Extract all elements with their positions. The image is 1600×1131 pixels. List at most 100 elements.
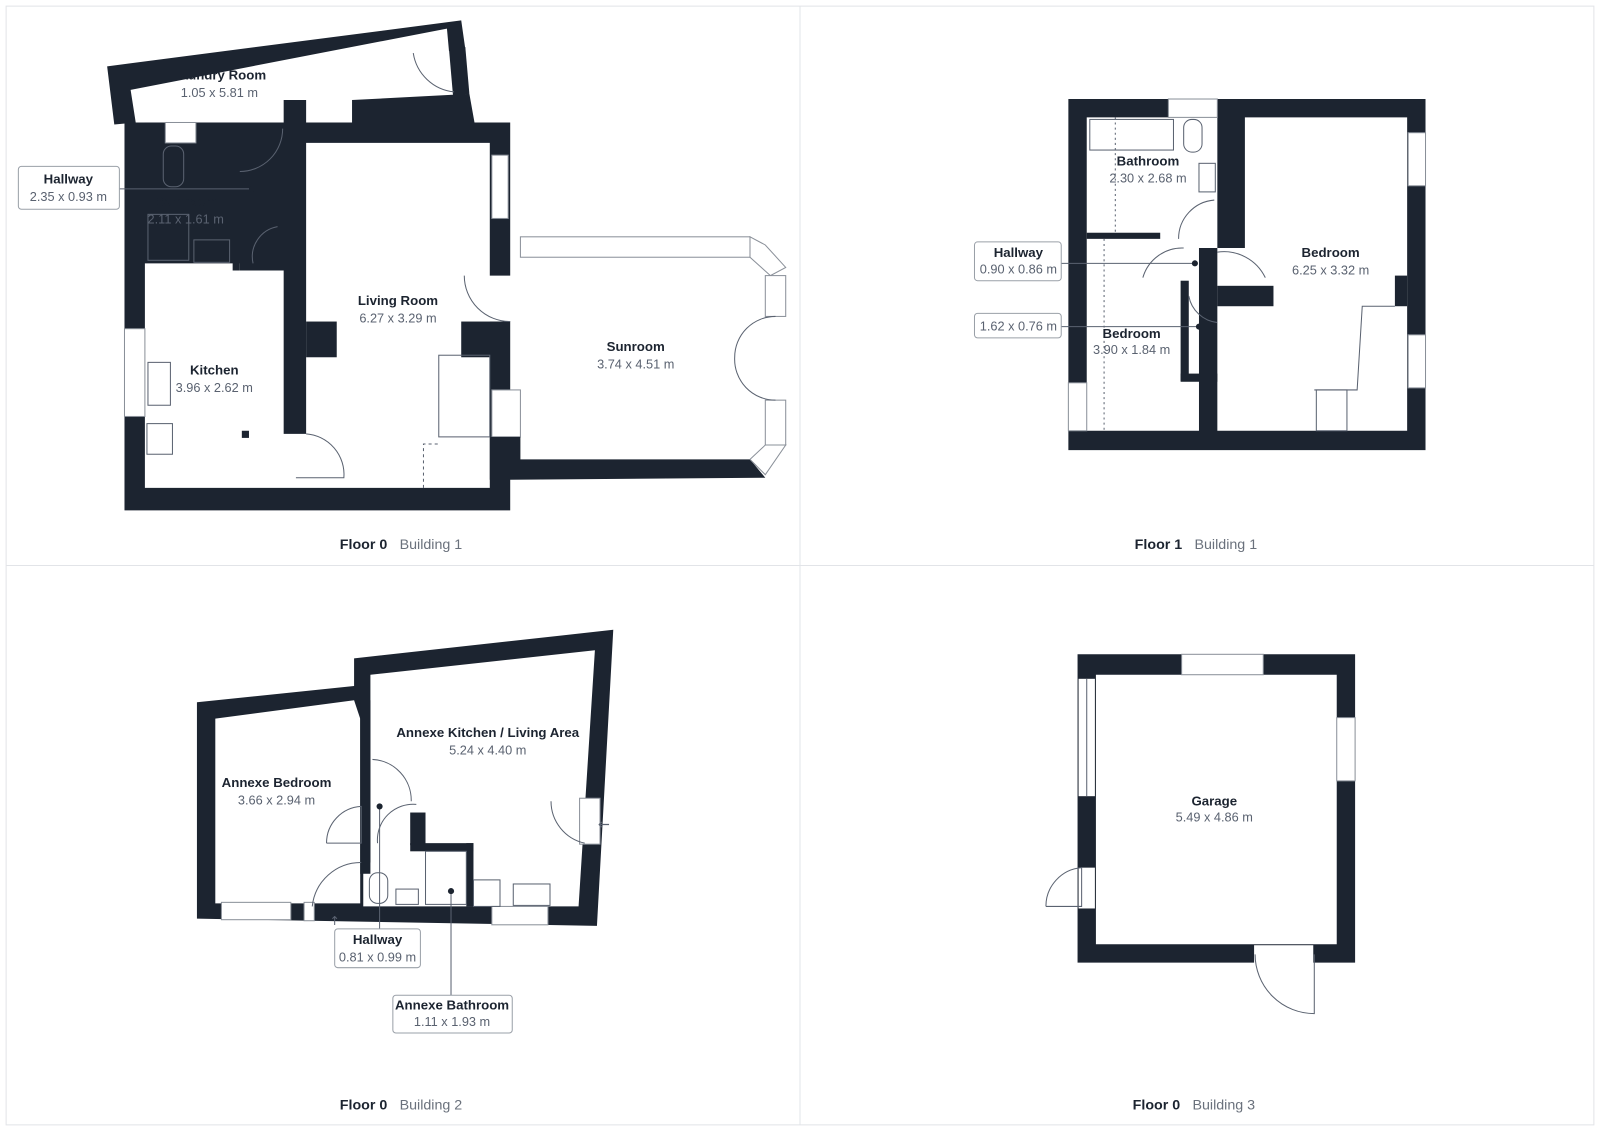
room-size: 3.66 x 2.94 m — [238, 792, 315, 807]
shower — [425, 850, 467, 905]
shower — [147, 213, 190, 261]
window — [123, 328, 146, 417]
window — [749, 235, 787, 277]
room-size: 3.74 x 4.51 m — [597, 356, 674, 371]
room-size: 1.05 x 5.81 m — [181, 85, 258, 100]
toilet — [162, 145, 185, 188]
window — [1067, 382, 1088, 432]
window — [491, 154, 509, 219]
plan-floor1-building1: Bathroom 2.30 x 2.68 m Hallway 0.90 x 0.… — [973, 98, 1427, 553]
room-size: 6.25 x 3.32 m — [1292, 263, 1369, 278]
door-opening — [303, 901, 315, 922]
room-name: Annexe Bedroom — [222, 775, 332, 790]
leader-dot — [248, 185, 256, 192]
wall — [232, 193, 240, 271]
window — [164, 121, 197, 144]
washbasin — [193, 239, 231, 263]
room-size: 5.49 x 4.86 m — [1176, 810, 1253, 825]
toilet — [368, 872, 389, 904]
room-label-box — [334, 928, 421, 969]
door-swing — [376, 803, 417, 844]
room-size: 2.11 x 1.61 m — [148, 212, 224, 227]
room-size: 3.96 x 2.62 m — [176, 380, 253, 395]
entrance-arrow-icon: ← — [598, 817, 610, 833]
door-swing — [1045, 867, 1083, 907]
leader-dot — [376, 803, 383, 810]
room-name: Hallway — [44, 172, 94, 187]
room-name: Bedroom — [1302, 245, 1360, 260]
door-swing — [1217, 251, 1266, 278]
door-swing — [463, 275, 511, 323]
door-swing — [550, 801, 585, 844]
room-label-box — [392, 994, 513, 1034]
stair-outline — [422, 443, 441, 488]
french-door-swing — [734, 315, 776, 401]
door-swing — [326, 805, 362, 844]
door-swing — [1178, 199, 1215, 239]
wall — [489, 436, 766, 480]
room-name: Bathroom — [1117, 153, 1180, 168]
room-label-box — [17, 165, 120, 210]
sink — [147, 361, 171, 406]
wall — [195, 122, 240, 143]
room-label-box — [973, 241, 1062, 282]
wall — [196, 629, 614, 926]
door-opening — [1078, 867, 1095, 909]
window — [1407, 132, 1427, 187]
room-name: Bedroom — [1103, 326, 1161, 341]
wall — [1086, 232, 1161, 239]
room-name: Hallway — [353, 932, 403, 947]
wall — [144, 122, 164, 143]
door-swing — [1142, 247, 1184, 278]
room-size: 2.30 x 2.68 m — [1109, 171, 1186, 186]
door-opening — [579, 797, 601, 845]
room-name: Laundry Room — [173, 68, 266, 83]
wall — [1077, 654, 1356, 963]
wall — [124, 93, 511, 511]
wall — [410, 843, 474, 852]
wall — [1180, 373, 1218, 382]
hob — [146, 423, 173, 455]
wall — [107, 20, 466, 125]
window — [1407, 334, 1427, 389]
room-name: Kitchen — [190, 363, 239, 378]
wall — [1180, 280, 1189, 381]
room-size: 0.90 x 0.86 m — [980, 262, 1057, 277]
door-swing — [372, 758, 412, 802]
room-name: Living Room — [358, 293, 438, 308]
sunroom-window — [519, 236, 751, 258]
stairs-outline — [1314, 305, 1395, 391]
bathtub — [1089, 118, 1174, 151]
chimney — [306, 321, 337, 358]
door-swing — [1188, 295, 1218, 324]
room-name: Annexe Bathroom — [395, 998, 509, 1013]
room-name: Garage — [1191, 793, 1237, 808]
door-swing — [412, 53, 455, 93]
chimney — [461, 321, 492, 358]
door-swing — [239, 128, 284, 172]
entrance-arrow-icon: ↑ — [330, 914, 340, 928]
column — [241, 430, 249, 438]
window — [749, 444, 787, 476]
window — [491, 389, 521, 438]
wall — [448, 46, 470, 96]
stairs — [438, 354, 491, 438]
stairs — [1315, 389, 1348, 432]
window — [220, 901, 292, 921]
wall — [466, 843, 474, 907]
room-name: Bathroom — [154, 194, 217, 209]
window — [491, 905, 549, 926]
wall — [1068, 99, 1426, 451]
door-swing — [1254, 954, 1315, 1015]
door-swing — [311, 862, 362, 907]
room-size: 6.27 x 3.29 m — [359, 311, 436, 326]
door-swing — [251, 226, 278, 264]
window — [1181, 653, 1264, 676]
window — [1167, 98, 1218, 118]
room-size: 1.62 x 0.76 m — [980, 319, 1057, 334]
